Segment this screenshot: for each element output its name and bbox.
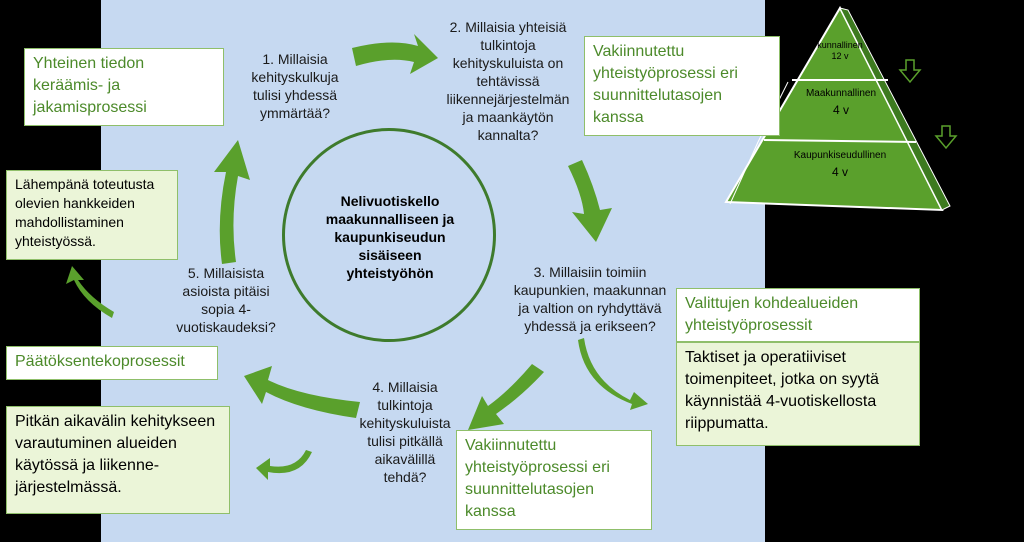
pyramid-arrow-1 bbox=[898, 59, 922, 84]
center-title: Nelivuotiskello maakunnalliseen ja kaupu… bbox=[325, 193, 455, 281]
arrow-2-to-3 bbox=[568, 160, 612, 242]
planning-pyramid bbox=[724, 5, 951, 212]
pyramid-arrow-2 bbox=[934, 125, 958, 150]
arrow-5-to-1 bbox=[214, 140, 250, 264]
cycle-circle bbox=[282, 128, 496, 342]
pyramid-tier-national: kunnallinen 12 v bbox=[817, 40, 863, 61]
decision-process-box: Päätöksentekoprosessit bbox=[6, 346, 218, 380]
arrow-to-tactical-box bbox=[578, 338, 648, 410]
arrow-4-to-5 bbox=[244, 366, 360, 418]
arrow-to-longterm-box bbox=[256, 450, 312, 480]
pyramid-tier-regional: Maakunnallinen 4 v bbox=[805, 88, 877, 117]
arrow-to-projects-box bbox=[66, 266, 114, 318]
arrow-1-to-2 bbox=[352, 34, 438, 74]
arrow-3-to-4 bbox=[468, 364, 544, 430]
pyramid-tier-city-region: Kaupunkiseudullinen 4 v bbox=[793, 150, 887, 179]
